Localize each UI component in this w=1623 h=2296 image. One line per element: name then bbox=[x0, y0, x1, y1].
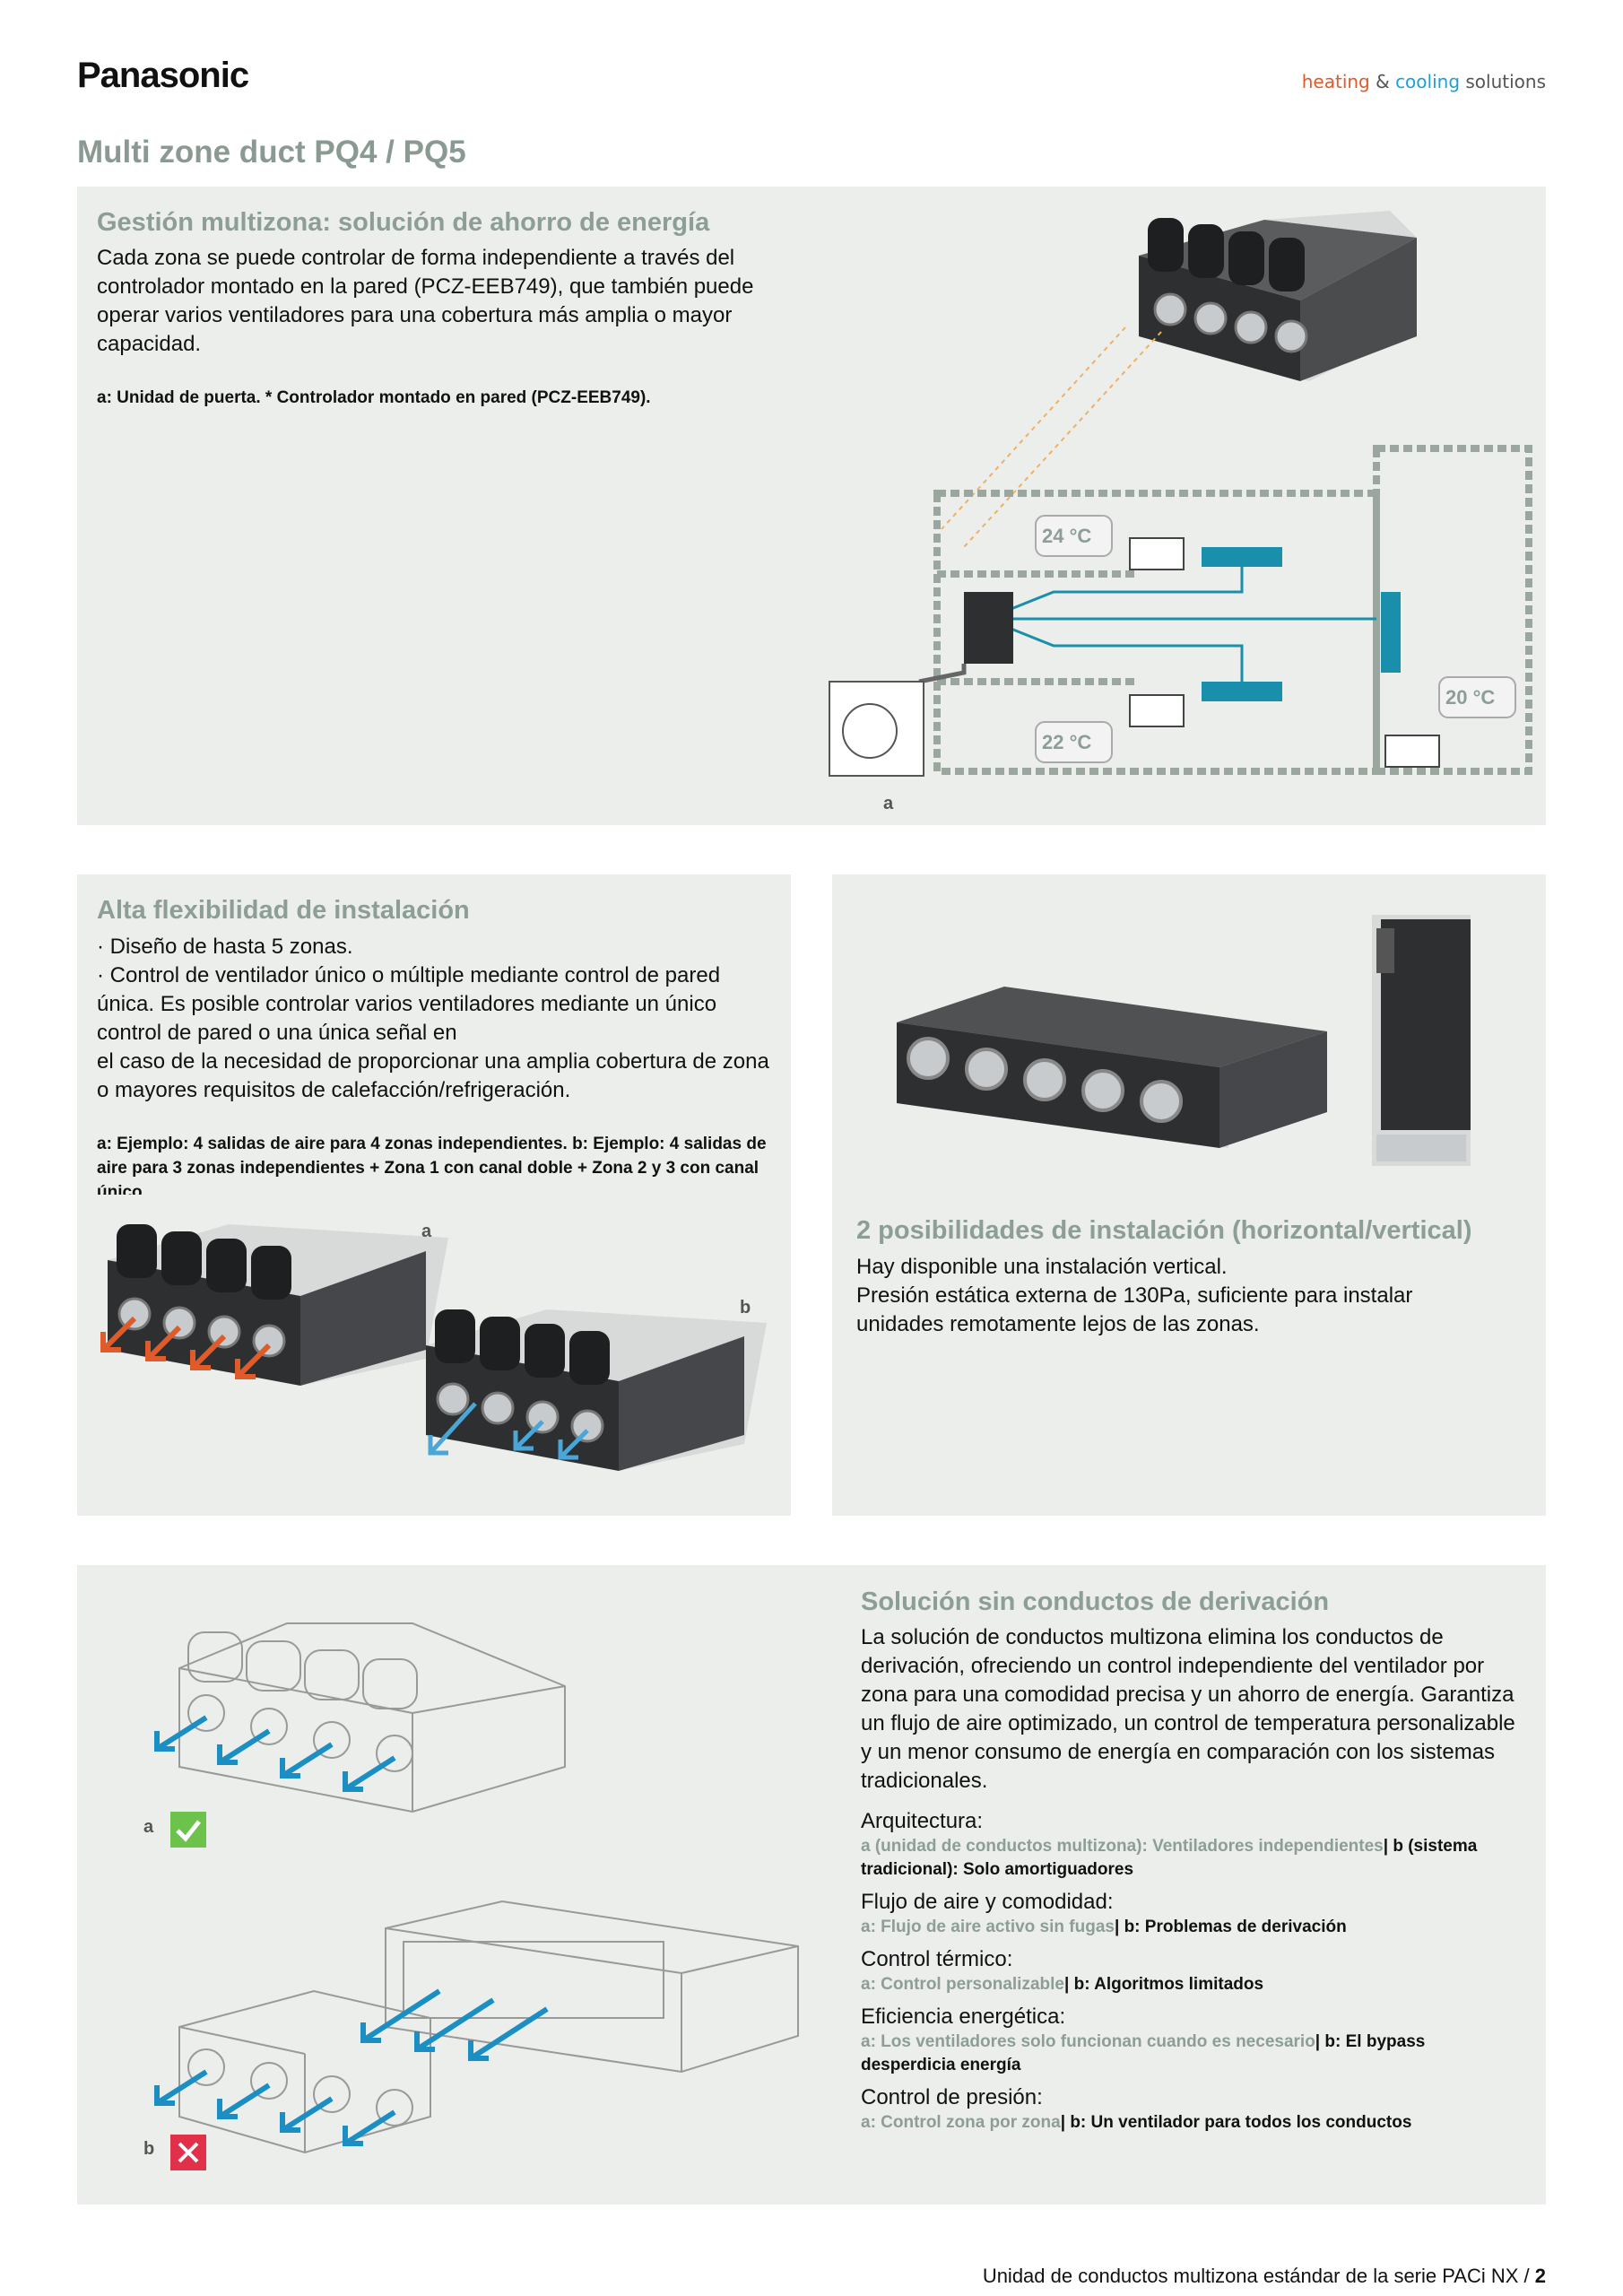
multizone-unit-illustration bbox=[1139, 211, 1417, 381]
installation-line-2: Presión estática externa de 130Pa, sufic… bbox=[856, 1283, 1413, 1336]
comparison-detail: a: Control personalizable| b: Algoritmos… bbox=[861, 1973, 1524, 1996]
flexibility-title: Alta flexibilidad de instalación bbox=[97, 896, 470, 925]
comparison-detail: a: Control zona por zona| b: Un ventilad… bbox=[861, 2111, 1524, 2135]
check-icon bbox=[170, 1812, 206, 1848]
zone-floorplan-diagram bbox=[829, 326, 1532, 777]
comparison-separator: | bbox=[1060, 2113, 1066, 2132]
comparison-b: b: Problemas de derivación bbox=[1119, 1918, 1347, 1936]
comparison-heading: Arquitectura: bbox=[861, 1809, 984, 1833]
footer-text: Unidad de conductos multizona estándar d… bbox=[982, 2265, 1535, 2287]
no-bypass-panel bbox=[77, 1565, 1546, 2205]
comparison-separator: | bbox=[1315, 2032, 1321, 2051]
tagline-amp: & bbox=[1369, 71, 1396, 92]
door-unit-label: a bbox=[883, 794, 894, 813]
tagline-cooling: cooling bbox=[1395, 71, 1461, 92]
traditional-system-line-drawing bbox=[154, 1900, 799, 2154]
comparison-energy: Eficiencia energética: a: Los ventilador… bbox=[861, 2004, 1524, 2077]
installation-line-1: Hay disponible una instalación vertical. bbox=[856, 1255, 1228, 1279]
cross-icon bbox=[170, 2135, 206, 2170]
multizone-solution-label: a bbox=[143, 1817, 154, 1837]
comparison-heading: Control de presión: bbox=[861, 2085, 1043, 2109]
comparison-thermal: Control térmico: a: Control personalizab… bbox=[861, 1946, 1524, 1996]
brand-logo: Panasonic bbox=[77, 56, 249, 95]
tagline-heating: heating bbox=[1301, 71, 1370, 92]
comparison-detail: a (unidad de conductos multizona): Venti… bbox=[861, 1835, 1524, 1882]
comparison-a: a: Control zona por zona bbox=[861, 2113, 1061, 2132]
comparison-b: b: Algoritmos limitados bbox=[1069, 1975, 1264, 1994]
comparison-a: a: Control personalizable bbox=[861, 1975, 1064, 1994]
comparison-b: b: El bypass desperdicia energía bbox=[861, 2032, 1426, 2074]
horizontal-unit-illustration bbox=[897, 987, 1327, 1148]
page-title: Multi zone duct PQ4 / PQ5 bbox=[77, 135, 466, 170]
vertical-unit-illustration bbox=[1372, 915, 1471, 1166]
flexibility-bullet-2b: el caso de la necesidad de proporcionar … bbox=[97, 1049, 769, 1102]
comparison-heading: Eficiencia energética: bbox=[861, 2005, 1066, 2029]
no-bypass-body: La solución de conductos multizona elimi… bbox=[861, 1625, 1515, 1793]
page-footer: Unidad de conductos multizona estándar d… bbox=[983, 2265, 1546, 2288]
flexibility-note: a: Ejemplo: 4 salidas de aire para 4 zon… bbox=[97, 1135, 767, 1195]
comparison-heading: Flujo de aire y comodidad: bbox=[861, 1890, 1114, 1914]
comparison-heading: Control térmico: bbox=[861, 1947, 1013, 1971]
tagline: heating & cooling solutions bbox=[1302, 71, 1546, 92]
comparison-detail: a: Los ventiladores solo funcionan cuand… bbox=[861, 2031, 1524, 2077]
comparison-a: a: Flujo de aire activo sin fugas bbox=[861, 1918, 1115, 1936]
comparison-airflow: Flujo de aire y comodidad: a: Flujo de a… bbox=[861, 1889, 1524, 1939]
multizone-title: Gestión multizona: solución de ahorro de… bbox=[97, 208, 710, 237]
traditional-system-label: b bbox=[143, 2139, 155, 2159]
zone-temp-24: 24 °C bbox=[1042, 525, 1092, 547]
multizone-duct-line-drawing bbox=[154, 1622, 566, 1813]
zone-temp-20: 20 °C bbox=[1445, 686, 1496, 709]
comparison-list: Arquitectura: a (unidad de conductos mul… bbox=[861, 1801, 1524, 2135]
comparison-detail: a: Flujo de aire activo sin fugas| b: Pr… bbox=[861, 1916, 1524, 1939]
multizone-body: Cada zona se puede controlar de forma in… bbox=[97, 246, 754, 356]
four-zone-label: a bbox=[421, 1222, 432, 1241]
comparison-separator: | bbox=[1114, 1918, 1120, 1936]
flexibility-bullet-1: · Diseño de hasta 5 zonas. bbox=[97, 935, 353, 959]
comparison-separator: | bbox=[1383, 1837, 1389, 1856]
comparison-pressure: Control de presión: a: Control zona por … bbox=[861, 2084, 1524, 2135]
comparison-b: b (sistema tradicional): Solo amortiguad… bbox=[861, 1837, 1478, 1879]
page-number: 2 bbox=[1534, 2265, 1546, 2287]
zone-temp-22: 22 °C bbox=[1042, 731, 1092, 753]
installation-title: 2 posibilidades de instalación (horizont… bbox=[856, 1216, 1472, 1245]
comparison-a: a (unidad de conductos multizona): Venti… bbox=[861, 1837, 1384, 1856]
flexibility-bullet-2: · Control de ventilador único o múltiple… bbox=[97, 963, 721, 1045]
three-zone-label: b bbox=[740, 1298, 751, 1318]
four-zone-unit-illustration bbox=[100, 1224, 448, 1386]
comparison-b: b: Un ventilador para todos los conducto… bbox=[1065, 2113, 1412, 2132]
comparison-a: a: Los ventiladores solo funcionan cuand… bbox=[861, 2032, 1315, 2051]
three-zone-unit-illustration bbox=[426, 1309, 767, 1471]
no-bypass-title: Solución sin conductos de derivación bbox=[861, 1587, 1330, 1616]
multizone-note: a: Unidad de puerta. * Controlador monta… bbox=[97, 388, 651, 407]
comparison-architecture: Arquitectura: a (unidad de conductos mul… bbox=[861, 1808, 1524, 1882]
tagline-solutions: solutions bbox=[1460, 71, 1546, 92]
comparison-separator: | bbox=[1063, 1975, 1070, 1994]
